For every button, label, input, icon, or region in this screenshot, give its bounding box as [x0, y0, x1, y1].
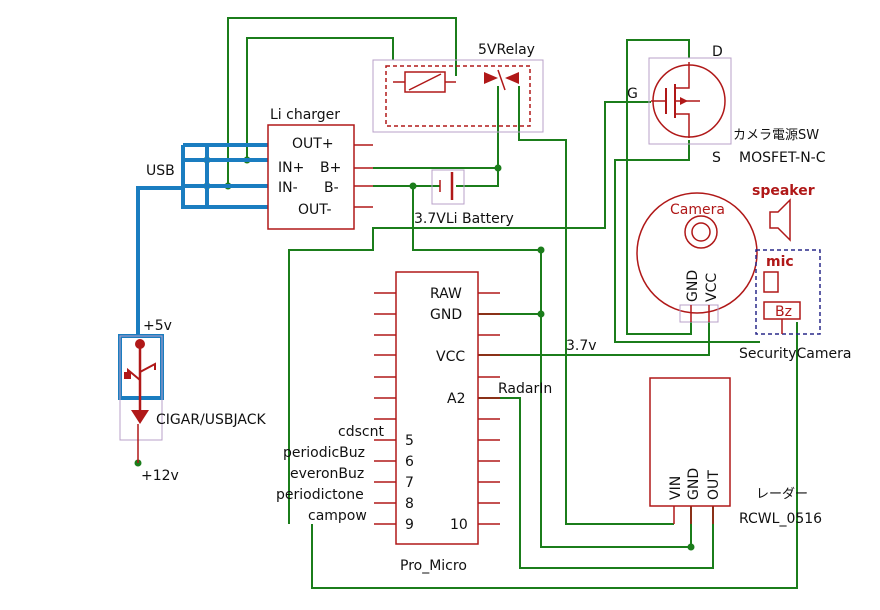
net-label-cdscnt: cdscnt [338, 424, 384, 440]
pin-10: 10 [450, 517, 468, 533]
relay-label: 5VRelay [478, 42, 535, 58]
net-label-12v: +12v [141, 468, 179, 484]
mic-label: mic [766, 254, 794, 270]
net-label-periodictone: periodictone [276, 487, 364, 503]
wire-mosfet-drain [626, 39, 692, 335]
wire-radarin [478, 397, 714, 569]
pin-vcc: VCC [436, 349, 465, 365]
pin-in-minus: IN- [278, 180, 298, 196]
wire-relay-to-bplus [373, 140, 499, 169]
radar-pin-gnd: GND [686, 468, 702, 500]
usb-label: USB [146, 163, 175, 179]
wire-relay-to-drain [518, 86, 674, 525]
net-label-campow: campow [308, 508, 367, 524]
net-label-5v: +5v [143, 318, 172, 334]
pin-a2: A2 [447, 391, 465, 407]
net-label-radarin: RadarIn [498, 381, 552, 397]
pin-7: 7 [405, 475, 414, 491]
security-camera-box [755, 249, 821, 335]
radar-symbol [649, 377, 731, 524]
battery-symbol [431, 169, 465, 205]
pin-6: 6 [405, 454, 414, 470]
pro-micro-label: Pro_Micro [400, 558, 467, 574]
wire-vcc-bus [478, 322, 710, 356]
mosfet-label: MOSFET-N-C [739, 150, 826, 166]
camera-power-label: カメラ電源SW [733, 128, 819, 143]
wire-bminus-gnd [373, 185, 691, 548]
wire-campow-gate [288, 101, 651, 524]
speaker-symbol [769, 198, 791, 242]
wires [227, 17, 798, 589]
net-label-37v: 3.7v [566, 338, 597, 354]
pin-raw: RAW [430, 286, 462, 302]
mosfet-symbol [648, 57, 732, 145]
net-label-everonbuz: everonBuz [290, 466, 364, 482]
bz-label: Bz [775, 304, 792, 320]
pin-out-minus: OUT- [298, 202, 332, 218]
radar-label: RCWL_0516 [739, 511, 822, 527]
pin-gnd: GND [430, 307, 462, 323]
camera-symbol [636, 192, 758, 323]
wire-buzzer [311, 322, 798, 589]
security-camera-label: SecurityCamera [739, 346, 851, 362]
wire-mosfet-source [614, 140, 760, 343]
wire-top-loop [227, 17, 457, 186]
camera-pin-gnd: GND [685, 270, 701, 302]
net-label-periodicbuz: periodicBuz [283, 445, 365, 461]
li-charger-symbol [267, 124, 373, 230]
mosfet-pin-s: S [712, 150, 721, 166]
pin-in-plus: IN+ [278, 160, 304, 176]
relay-symbol [372, 59, 544, 133]
radar-pin-out: OUT [706, 470, 722, 500]
camera-pin-vcc: VCC [704, 273, 720, 302]
battery-label: 3.7VLi Battery [414, 211, 514, 227]
radar-jp-label: レーダー [756, 487, 808, 502]
mosfet-pin-g: G [627, 86, 638, 102]
pro-micro-symbol [374, 271, 500, 545]
pin-b-minus: B- [324, 180, 339, 196]
jack-label: CIGAR/USBJACK [156, 412, 267, 428]
pin-8: 8 [405, 496, 414, 512]
wire-relay-coil-to-usb [246, 37, 394, 160]
speaker-label: speaker [752, 183, 815, 199]
camera-label: Camera [670, 202, 725, 218]
pin-b-plus: B+ [320, 160, 341, 176]
usb-bus [118, 143, 268, 400]
usb-jack-symbol [119, 335, 163, 463]
radar-pin-vin: VIN [668, 476, 684, 500]
mosfet-pin-d: D [712, 44, 723, 60]
wire-battery-plus [456, 168, 499, 187]
li-charger-label: Li charger [270, 107, 340, 123]
pin-9: 9 [405, 517, 414, 533]
pin-out-plus: OUT+ [292, 136, 334, 152]
pin-5: 5 [405, 433, 414, 449]
